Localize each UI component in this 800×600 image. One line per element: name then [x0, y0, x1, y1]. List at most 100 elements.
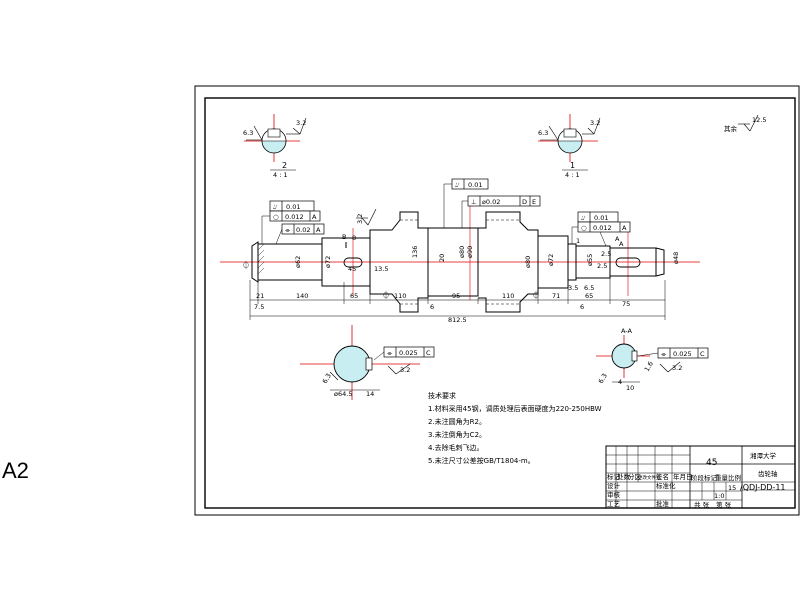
svg-text:其余: 其余	[724, 124, 738, 133]
svg-text:0.01: 0.01	[468, 181, 482, 189]
svg-text:第 张: 第 张	[716, 500, 732, 509]
note-item: 2.未注圆角为R2。	[428, 417, 486, 426]
svg-text:1.6: 1.6	[643, 360, 655, 373]
view2-scale: 4 : 1	[273, 171, 288, 179]
diameter-labels: ø62 ø72 136 20 ø80 ø90 ø80 ø72 ø55 ø48 4…	[294, 234, 680, 292]
svg-text:0.012: 0.012	[593, 224, 612, 232]
svg-text:136: 136	[411, 246, 419, 258]
technical-notes: 技术要求 1.材料采用45钢，调质处理后表面硬度为220-250HBW 2.未注…	[428, 391, 602, 465]
svg-text:0.02: 0.02	[296, 226, 310, 234]
svg-text:D: D	[522, 198, 527, 206]
svg-text:10: 10	[626, 384, 634, 392]
svg-text:95: 95	[452, 292, 460, 300]
svg-text:ø90: ø90	[466, 246, 474, 258]
svg-text:C: C	[700, 350, 705, 358]
svg-text:3.2: 3.2	[400, 366, 410, 374]
svg-text:13.5: 13.5	[374, 265, 388, 273]
svg-text:年月日: 年月日	[673, 472, 693, 481]
svg-text:⏀: ⏀	[382, 290, 390, 300]
svg-text:20: 20	[438, 254, 446, 262]
svg-text:A-A: A-A	[621, 327, 633, 335]
length-dimensions: 21 140 65 110 95 110 71 65 75 7.5 6 6 81…	[242, 260, 666, 324]
tb-scale: 1:0	[714, 492, 724, 500]
svg-text:3.2: 3.2	[672, 364, 682, 372]
svg-text:1: 1	[576, 237, 580, 245]
svg-text:阶段标记: 阶段标记	[691, 473, 718, 482]
svg-text:0.01: 0.01	[594, 214, 608, 222]
svg-text:更改文件号: 更改文件号	[638, 474, 661, 481]
svg-text:设计: 设计	[607, 481, 621, 490]
note-item: 4.去除毛刺飞边。	[428, 443, 484, 452]
detail-view-1: 6.3 3.2 1 4 : 1	[538, 114, 600, 179]
svg-text:812.5: 812.5	[448, 316, 467, 324]
svg-text:ø80: ø80	[524, 256, 532, 268]
svg-text:65: 65	[585, 292, 593, 300]
roughness-shaft: 3.2	[356, 208, 377, 226]
note-item: 1.材料采用45钢，调质处理后表面硬度为220-250HBW	[428, 404, 602, 413]
notes-title: 技术要求	[428, 391, 456, 400]
detail-view-2: 6.3 3.2 2 4 : 1	[243, 114, 306, 179]
svg-text:B: B	[342, 233, 346, 241]
section-view-left: ⌯ 0.025 C 6.3 3.2 ø64.5 14	[300, 325, 435, 400]
section-view-a-a: A-A ⌯ 0.025 C 6.3 1.6 3.2 4 10	[596, 327, 709, 392]
view2-number: 2	[282, 161, 287, 170]
svg-text:ø80: ø80	[458, 246, 466, 258]
title-block: 45 湘潭大学 齿轮轴 /QDJ-DD-11 15 1:0 标记 处数 分区 更…	[605, 445, 796, 509]
svg-text:110: 110	[502, 292, 514, 300]
svg-text:ø72: ø72	[547, 254, 555, 266]
svg-text:7.5: 7.5	[254, 303, 264, 311]
svg-text:A: A	[316, 226, 321, 234]
svg-text:⌰: ⌰	[581, 214, 586, 222]
svg-text:8: 8	[352, 234, 356, 242]
svg-text:71: 71	[552, 292, 560, 300]
svg-text:C: C	[426, 349, 431, 357]
svg-text:ø48: ø48	[672, 252, 680, 264]
svg-text:3.2: 3.2	[356, 214, 364, 224]
tb-count: 15	[728, 484, 736, 492]
svg-text:标准化: 标准化	[656, 481, 676, 490]
svg-text:0.025: 0.025	[399, 349, 418, 357]
roughness-tl-a: 6.3	[243, 129, 253, 137]
svg-text:⏀: ⏀	[532, 290, 540, 300]
note-item: 3.未注倒角为C2。	[428, 430, 486, 439]
svg-text:6.3: 6.3	[597, 372, 609, 385]
keyway-left	[343, 257, 363, 268]
view1-scale: 4 : 1	[565, 171, 580, 179]
svg-text:0.012: 0.012	[285, 213, 304, 221]
svg-text:ø55: ø55	[586, 254, 594, 266]
svg-text:0.01: 0.01	[286, 203, 300, 211]
svg-text:12.5: 12.5	[752, 116, 766, 124]
roughness-tr-b: 3.2	[590, 119, 600, 127]
svg-text:标记: 标记	[607, 472, 621, 481]
tolerance-right: ⌰ 0.01 ○ 0.012 A	[571, 211, 631, 247]
svg-text:E: E	[532, 198, 536, 206]
svg-text:2.5: 2.5	[597, 262, 607, 270]
svg-text:重量: 重量	[715, 474, 729, 482]
svg-text:65: 65	[350, 292, 358, 300]
svg-text:○: ○	[273, 213, 279, 221]
svg-text:⌰: ⌰	[273, 203, 278, 211]
svg-text:⌰: ⌰	[455, 181, 460, 189]
svg-text:⌯: ⌯	[661, 350, 667, 358]
svg-text:A: A	[615, 235, 620, 243]
svg-text:审核: 审核	[607, 490, 621, 499]
svg-text:处数: 处数	[617, 472, 631, 481]
svg-text:0.025: 0.025	[673, 350, 692, 358]
tb-part-name: 齿轮轴	[758, 469, 778, 478]
svg-text:6: 6	[580, 303, 584, 311]
svg-text:⌀0.02: ⌀0.02	[482, 198, 500, 206]
tolerance-left: ⌰ 0.01 ○ 0.012 A ⌯ 0.02 A	[261, 200, 325, 245]
svg-text:75: 75	[622, 300, 630, 308]
svg-text:工艺: 工艺	[607, 500, 621, 508]
svg-text:6: 6	[430, 303, 434, 311]
keyway-right	[615, 257, 641, 268]
svg-text:21: 21	[256, 292, 264, 300]
tb-drawing-no: /QDJ-DD-11	[740, 483, 786, 492]
svg-text:ø62: ø62	[294, 256, 302, 268]
svg-text:A: A	[622, 224, 627, 232]
svg-text:6.5: 6.5	[584, 284, 594, 292]
roughness-tr-a: 6.3	[538, 129, 548, 137]
svg-text:14: 14	[366, 390, 374, 398]
sheet-size-label: A2	[2, 458, 29, 483]
